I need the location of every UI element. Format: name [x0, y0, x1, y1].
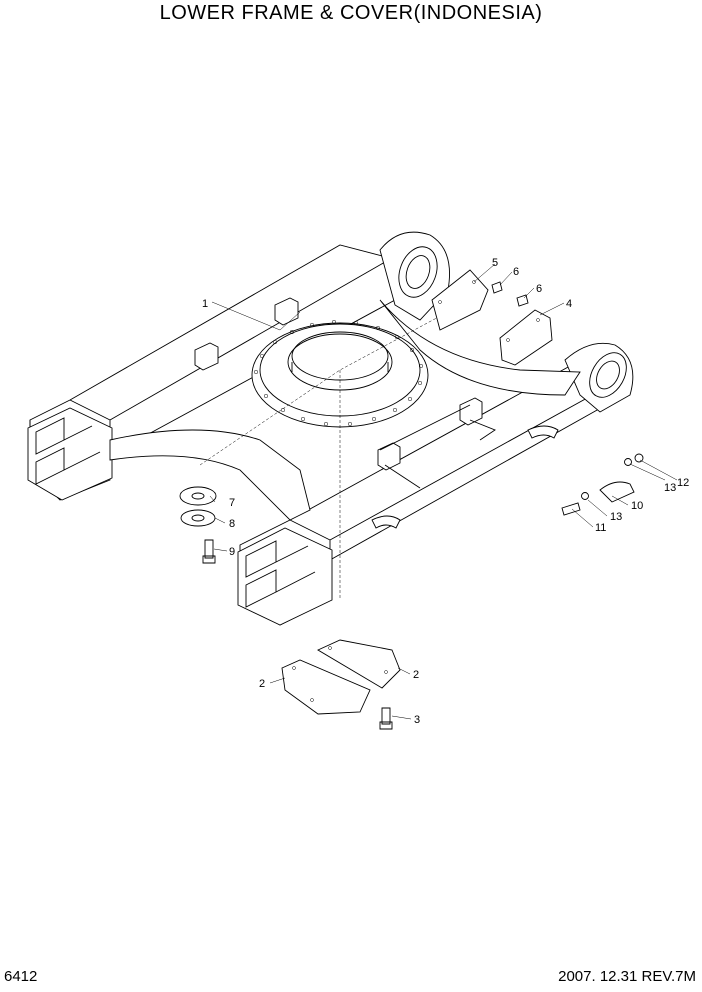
leader-lines [209, 263, 678, 720]
callout-1: 1 [202, 298, 208, 310]
part-9-bolt [204, 539, 214, 559]
page-number: 6412 [4, 968, 38, 985]
cover-5 [431, 269, 489, 331]
part-8-gasket [180, 509, 216, 527]
part-3-bolt [381, 707, 391, 725]
callout-12: 12 [677, 477, 689, 489]
callout-5: 5 [492, 257, 498, 269]
callout-10: 10 [631, 500, 643, 512]
callout-3: 3 [414, 714, 420, 726]
lower-frame-body [27, 231, 634, 626]
part-11-bolt [561, 502, 581, 516]
part-7-flange [179, 486, 217, 506]
under-cover-left [281, 659, 371, 715]
callout-11: 11 [595, 522, 606, 534]
callout-9: 9 [229, 546, 235, 558]
callout-2-left: 2 [259, 678, 265, 690]
callout-4: 4 [566, 298, 572, 310]
page-title: LOWER FRAME & COVER(INDONESIA) [159, 2, 543, 24]
callout-2-right: 2 [413, 669, 419, 681]
callout-13-lower: 13 [610, 511, 622, 523]
part-13-washer [581, 492, 589, 500]
part-10-guard [599, 481, 635, 503]
revision-date: 2007. 12.31 REV.7M [558, 968, 696, 985]
callout-8: 8 [229, 518, 235, 530]
callout-7: 7 [229, 497, 235, 509]
cover-4 [499, 309, 553, 366]
swing-ring-bolt-holes [253, 319, 424, 427]
callout-6-top: 6 [513, 266, 519, 278]
callout-6-bottom: 6 [536, 283, 542, 295]
callout-13-upper: 13 [664, 482, 676, 494]
part-12-nut [634, 453, 644, 463]
under-cover-right [317, 639, 401, 689]
